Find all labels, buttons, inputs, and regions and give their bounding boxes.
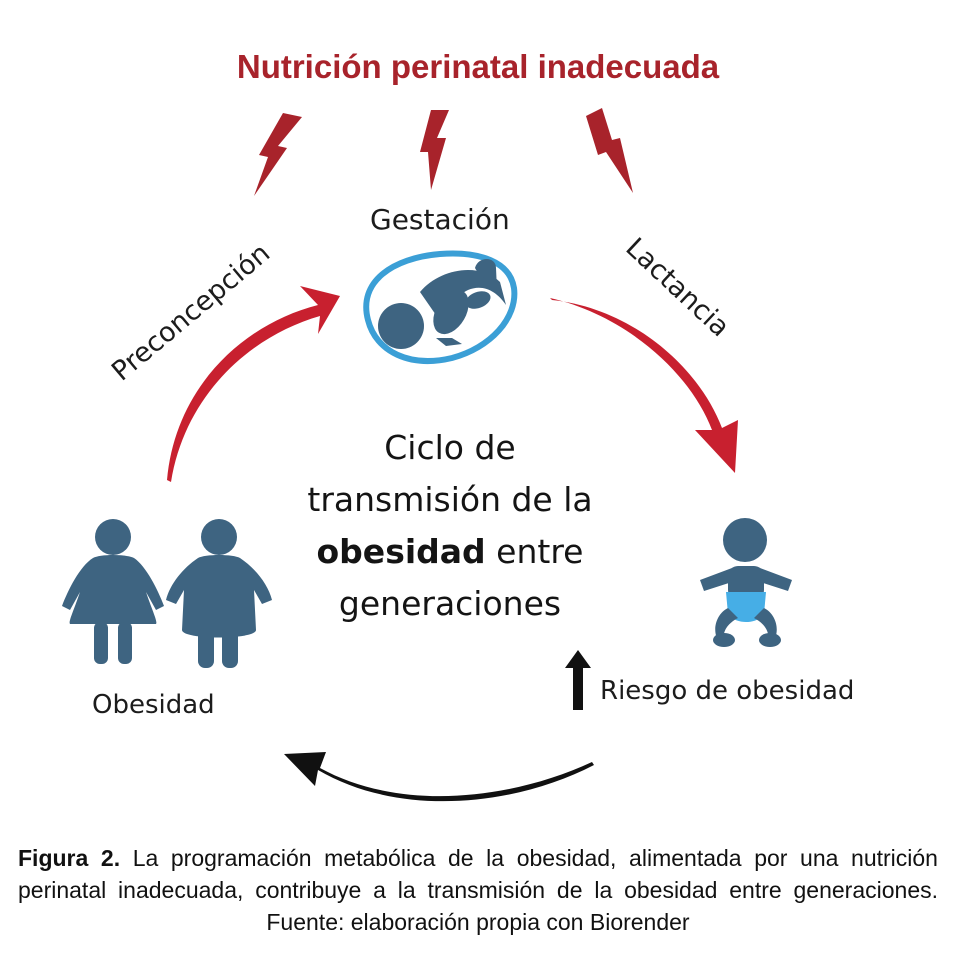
risk-label: Riesgo de obesidad — [600, 676, 855, 706]
cycle-arrow-preconception — [167, 286, 340, 482]
lightning-bolt-icon — [586, 108, 633, 193]
fetus-womb-icon — [363, 250, 518, 364]
baby-icon — [700, 518, 792, 647]
up-arrow-icon — [565, 650, 591, 710]
stage-label-gestation: Gestación — [370, 203, 510, 236]
obesity-label: Obesidad — [92, 690, 215, 720]
center-line-1: Ciclo de — [384, 428, 516, 467]
center-line-3-rest: entre — [485, 532, 584, 571]
lightning-bolt-icon — [254, 113, 302, 196]
cycle-arrow-lactation — [550, 298, 738, 473]
figure-caption: Figura 2. La programación metabólica de … — [18, 842, 938, 938]
woman-icon — [62, 519, 164, 664]
center-line-4: generaciones — [338, 584, 562, 623]
caption-text: La programación metabólica de la obesida… — [18, 845, 938, 935]
center-bold-word: obesidad — [316, 532, 486, 571]
cycle-arrow-risk — [284, 752, 594, 802]
cycle-center-text: Ciclo de transmisión de la obesidad entr… — [250, 422, 650, 630]
lightning-bolt-icon — [420, 110, 449, 190]
man-icon — [166, 519, 272, 668]
center-line-2: transmisión de la — [307, 480, 593, 519]
caption-label: Figura 2. — [18, 845, 121, 871]
diagram-title: Nutrición perinatal inadecuada — [236, 48, 720, 85]
